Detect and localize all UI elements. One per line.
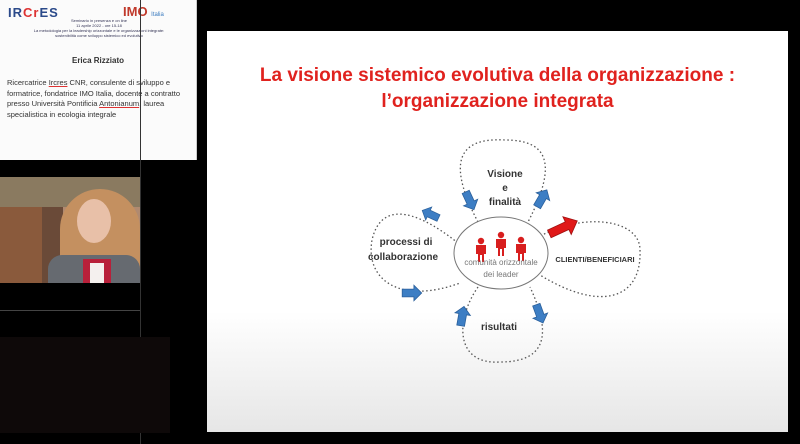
seminar-header: Seminario in presenza e on line 11 april…: [6, 18, 192, 38]
highlight-arrow-icon: [546, 216, 578, 239]
presentation-slide: La visione sistemico evolutiva della org…: [207, 31, 788, 432]
header-line: 11 aprile 2022 - ore 15-18: [76, 23, 122, 28]
center-label: comunità orizzontale: [464, 258, 538, 267]
ircres-logo: IRCrES: [8, 5, 59, 20]
speaker-webcam-video: [0, 177, 140, 283]
speaker-bio: Ricercatrice Ircres CNR, consulente di s…: [7, 78, 180, 119]
left-label: processi di: [380, 237, 433, 248]
loop-top: [459, 139, 546, 223]
arrow-icon: [454, 305, 472, 327]
title-line: La visione sistemico evolutiva della org…: [259, 65, 736, 86]
integrated-organization-diagram: comunità orizzontale dei leader Visione …: [368, 139, 641, 363]
arrow-icon: [401, 284, 423, 302]
top-label: e: [502, 183, 508, 194]
arrow-icon: [531, 302, 549, 324]
title-line: l’organizzazione integrata: [381, 91, 614, 112]
top-label: finalità: [489, 197, 522, 208]
slide-title: La visione sistemico evolutiva della org…: [207, 63, 788, 115]
right-label: CLIENTI/BENEFICIARI: [555, 255, 634, 264]
divider: [0, 310, 140, 311]
header-line: Seminario in presenza e on line: [70, 18, 128, 23]
left-label: collaborazione: [368, 252, 438, 263]
empty-panel: [0, 337, 170, 433]
header-line: La metodologia per la leadership orizzon…: [33, 28, 165, 33]
center-label: dei leader: [483, 270, 518, 279]
header-line: sostenibilità come sviluppo sistemico ed…: [55, 33, 143, 38]
arrow-icon: [421, 206, 441, 222]
speaker-info-slide: IRCrES IMO Italia Seminario in presenza …: [0, 0, 197, 160]
arrow-icon: [533, 189, 551, 210]
center-ellipse: [453, 216, 549, 290]
bottom-label: risultati: [481, 322, 517, 333]
top-label: Visione: [487, 169, 523, 180]
divider: [140, 0, 141, 444]
speaker-name: Erica Rizziato: [71, 56, 124, 65]
imo-logo: IMO Italia: [123, 4, 164, 19]
arrow-icon: [461, 189, 479, 211]
